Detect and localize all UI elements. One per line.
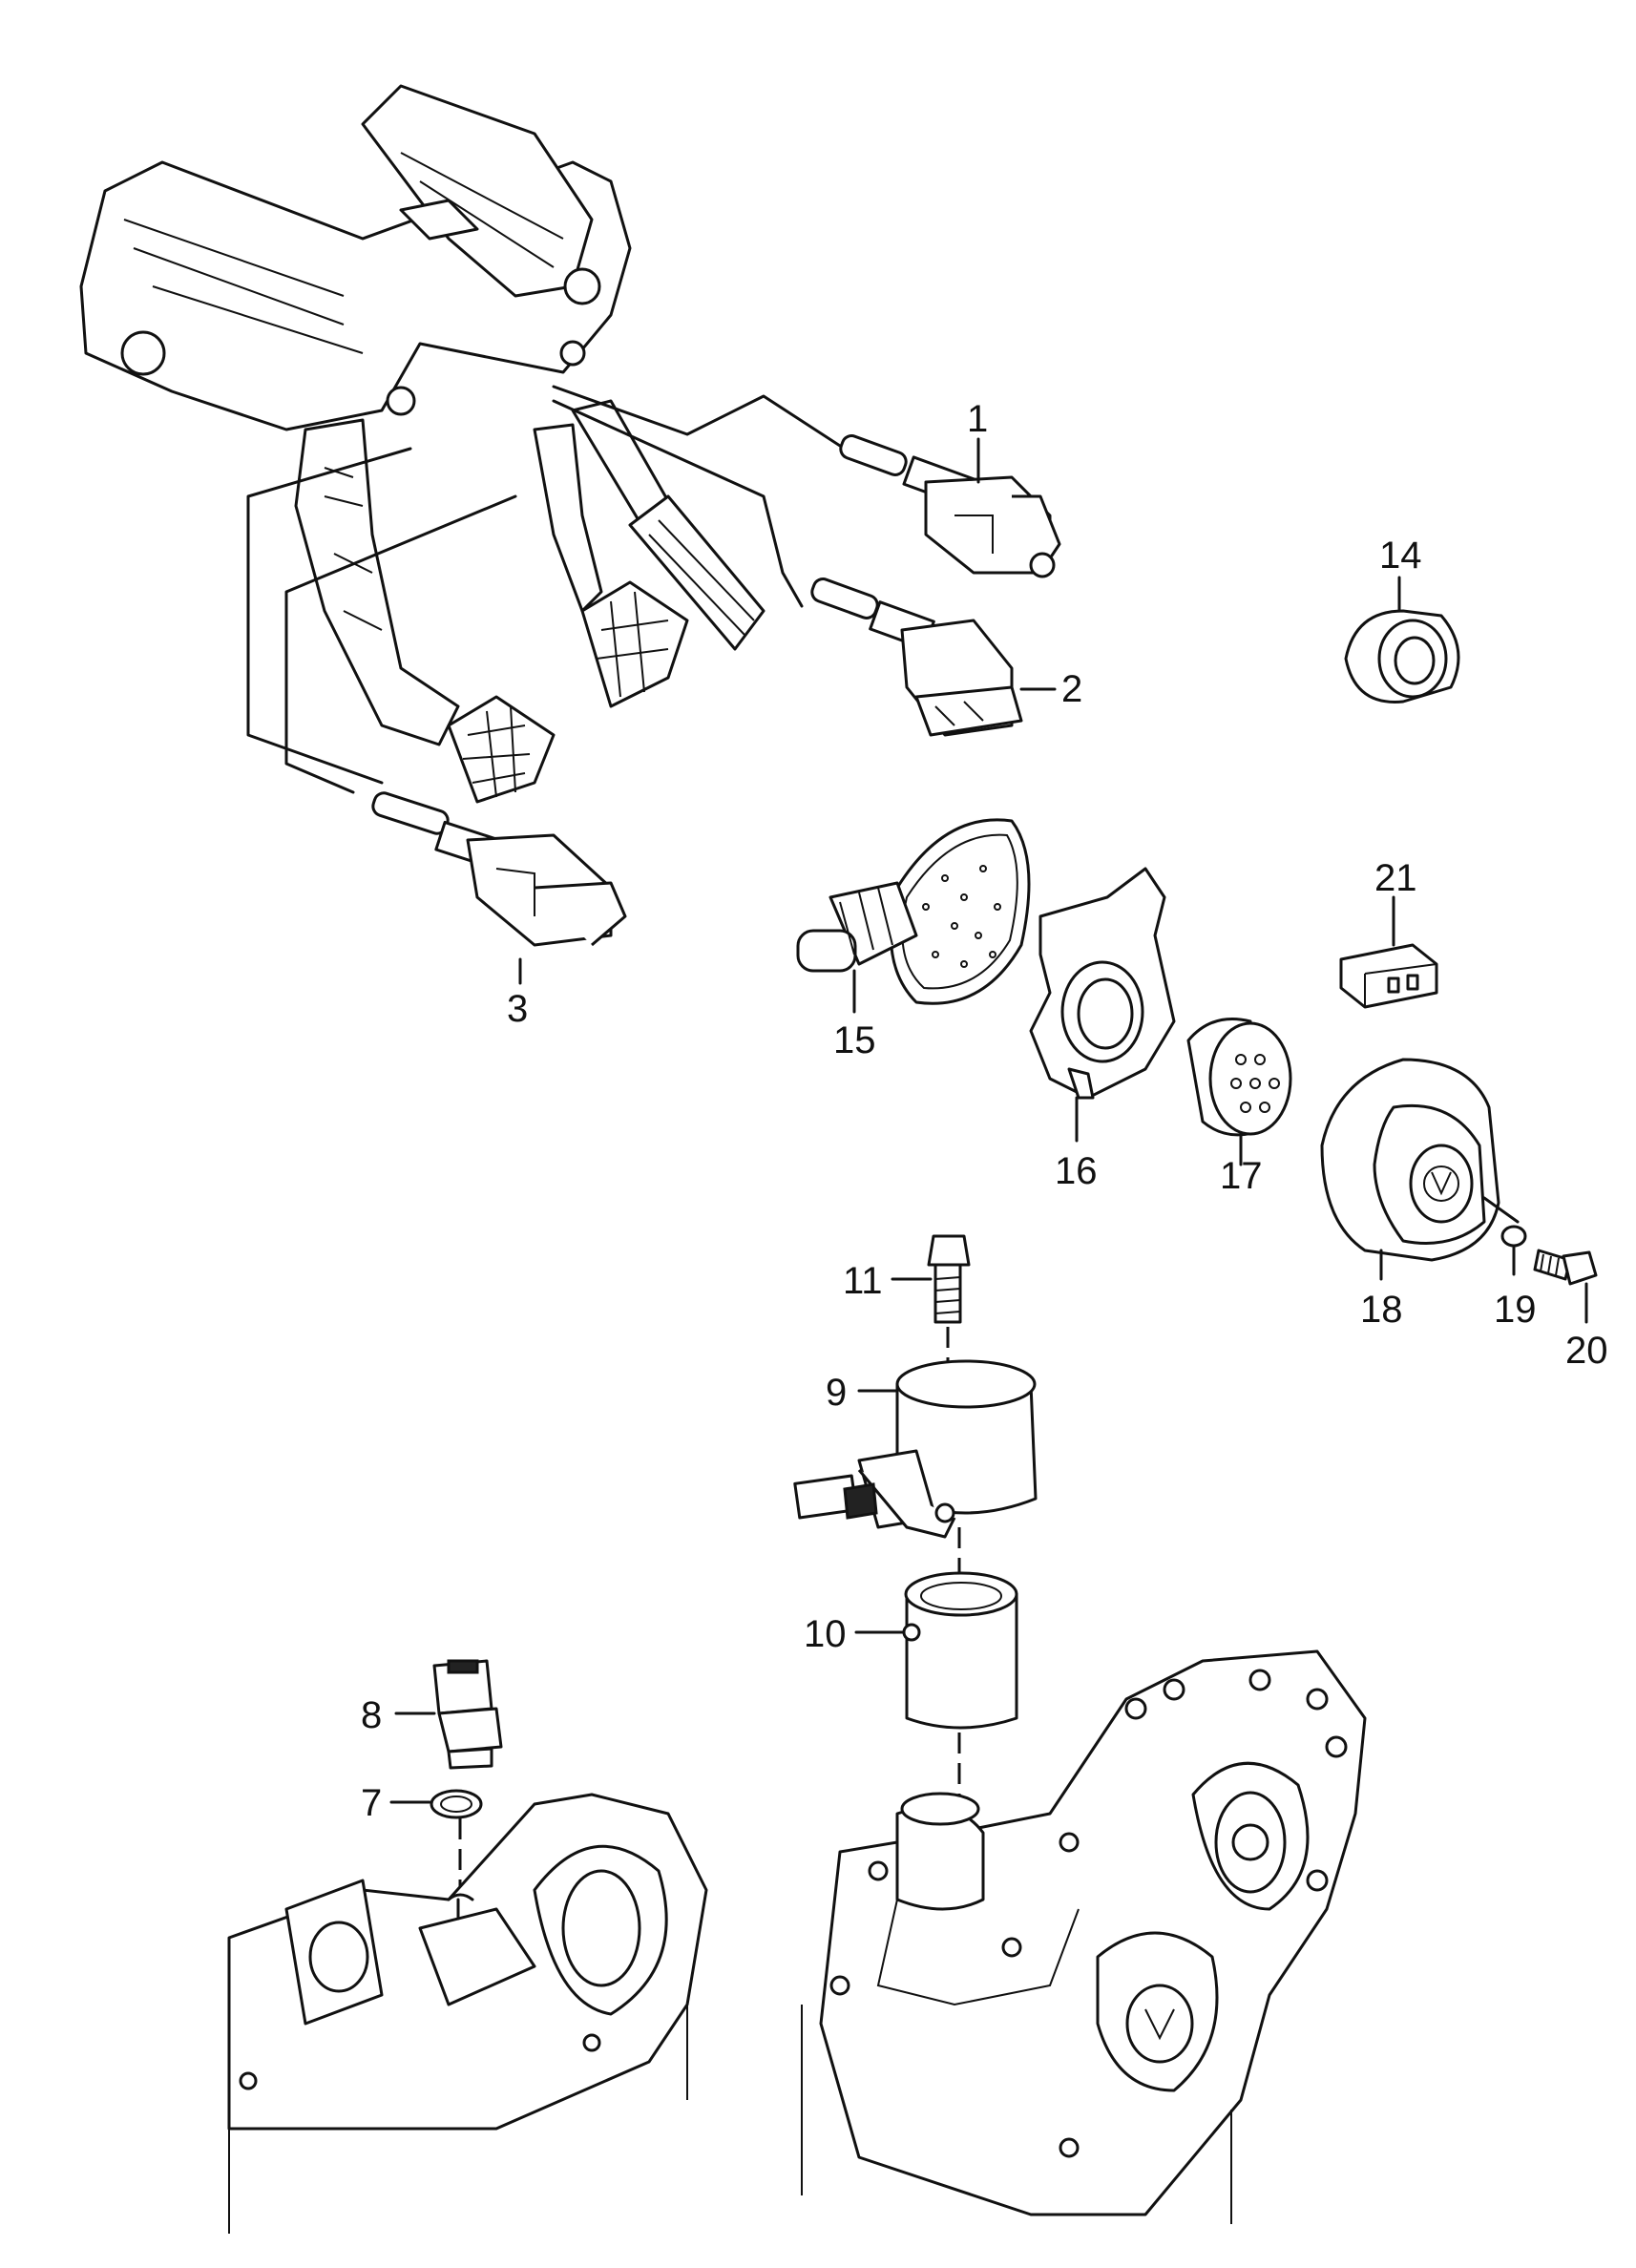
gearbox-right xyxy=(801,1649,1367,2224)
label-16: 16 xyxy=(1055,1150,1098,1192)
pedal-assembly xyxy=(79,84,766,804)
part-8-sender xyxy=(432,1659,503,1770)
part-1-switch xyxy=(839,434,1061,578)
callout-leaders xyxy=(389,437,1588,1804)
part-16-bracket xyxy=(1029,867,1176,1100)
part-20-screw xyxy=(1533,1249,1598,1286)
gearbox-left xyxy=(227,1793,708,2234)
part-10-sleeve xyxy=(902,1571,1018,1730)
label-2: 2 xyxy=(1061,668,1082,710)
part-14-grommet xyxy=(1344,609,1460,704)
part-18-cover xyxy=(1320,1058,1500,1262)
part-2-switch xyxy=(810,578,1023,737)
part-9-solenoid xyxy=(793,1359,1038,1539)
part-17-connector xyxy=(1186,1018,1292,1137)
part-11-bolt xyxy=(927,1234,971,1324)
label-20: 20 xyxy=(1565,1330,1608,1372)
label-18: 18 xyxy=(1360,1289,1403,1331)
part-21-block xyxy=(1339,943,1438,1009)
label-10: 10 xyxy=(804,1613,847,1655)
part-7-oring xyxy=(430,1789,483,1819)
part-15-sensor xyxy=(796,818,1031,1005)
part-19-washer xyxy=(1500,1225,1527,1248)
part-19-guide xyxy=(1482,1196,1520,1224)
label-17: 17 xyxy=(1220,1155,1263,1197)
label-1: 1 xyxy=(967,398,988,440)
label-14: 14 xyxy=(1379,535,1422,577)
label-19: 19 xyxy=(1494,1289,1537,1331)
label-8: 8 xyxy=(361,1694,382,1736)
label-11: 11 xyxy=(843,1260,883,1302)
label-15: 15 xyxy=(833,1019,876,1061)
part-3-switch xyxy=(371,791,627,947)
label-7: 7 xyxy=(361,1782,382,1824)
label-9: 9 xyxy=(826,1372,847,1414)
pedal-leader-lines xyxy=(246,385,861,794)
label-3: 3 xyxy=(507,988,528,1030)
label-21: 21 xyxy=(1374,857,1417,899)
callout-labels: 1 2 3 14 21 15 16 17 18 19 20 11 9 10 8 … xyxy=(361,398,1608,1824)
